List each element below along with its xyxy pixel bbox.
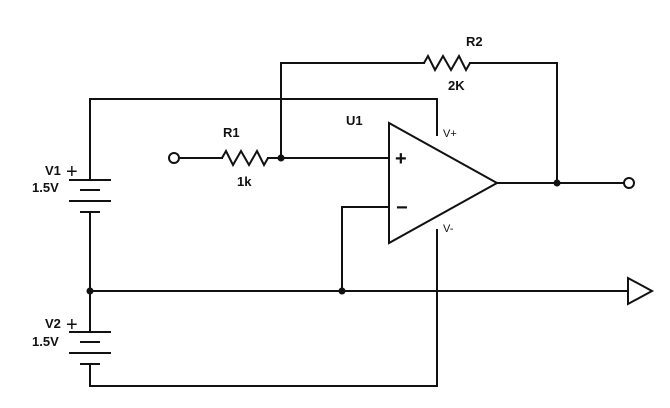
battery-v1 — [69, 179, 111, 213]
input-terminal[interactable] — [168, 152, 180, 164]
r2-resistor — [423, 53, 471, 73]
r1-value-label: 1k — [237, 174, 252, 189]
v1-value-label: 1.5V — [32, 180, 59, 195]
u1-vplus-pin-label: V+ — [443, 128, 457, 140]
v1-ref-label: V1 — [45, 163, 61, 178]
output-terminal[interactable] — [623, 177, 635, 189]
u1-noninverting-sign: + — [395, 148, 407, 170]
u1-inverting-sign: − — [396, 197, 408, 219]
u1-vminus-pin-label: V- — [443, 223, 454, 235]
u1-ref-label: U1 — [346, 113, 363, 128]
junction-output — [553, 179, 561, 187]
op-amp-u1 — [388, 121, 500, 245]
v2-value-label: 1.5V — [32, 334, 59, 349]
wires — [89, 62, 629, 387]
v2-polarity-sign: + — [66, 314, 78, 336]
v2-ref-label: V2 — [45, 316, 61, 331]
r2-value-label: 2K — [448, 78, 465, 93]
r1-resistor — [221, 148, 269, 168]
junction-minus-ground — [338, 287, 346, 295]
r2-ref-label: R2 — [466, 34, 483, 49]
r1-ref-label: R1 — [223, 125, 240, 140]
junction-battery-mid — [86, 287, 94, 295]
battery-v2 — [69, 331, 111, 365]
junction-r1-feedback — [277, 154, 285, 162]
v1-polarity-sign: + — [66, 161, 78, 183]
ground-reference-triangle-icon — [627, 276, 655, 306]
